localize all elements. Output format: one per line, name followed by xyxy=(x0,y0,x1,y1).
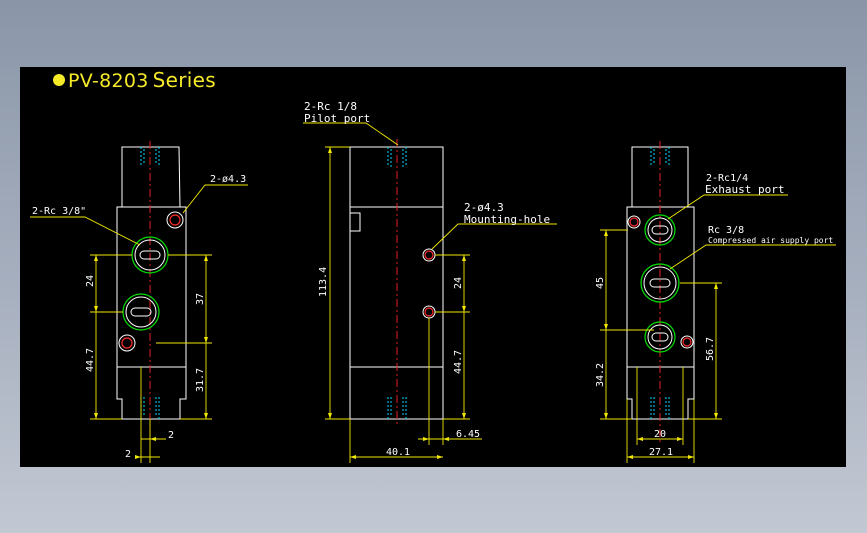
middle-dim-44-7-text: 44.7 xyxy=(453,350,464,374)
left-view: 2-ø4.3 2-Rc 3/8" 24 44.7 xyxy=(30,141,248,463)
left-hole-upper-icon xyxy=(169,214,181,226)
middle-dim-40-1-text: 40.1 xyxy=(386,447,410,458)
left-lower-port-icon xyxy=(122,293,160,331)
right-dim-27-1-text: 27.1 xyxy=(649,447,673,458)
middle-bottom-thread-icon xyxy=(387,397,407,419)
mount-hole-label: 2-ø4.3 xyxy=(464,201,504,214)
middle-dim-6-45-text: 6.45 xyxy=(456,429,480,440)
right-dim-20-text: 20 xyxy=(654,429,666,440)
middle-dim-24-text: 24 xyxy=(453,277,464,289)
right-bottom-thread-icon xyxy=(650,397,670,419)
left-dim-31-7 xyxy=(180,343,212,420)
exhaust-port-upper-icon xyxy=(644,214,676,246)
left-dim-2-inner: 2 xyxy=(168,430,174,441)
middle-top-thread-icon xyxy=(387,147,407,167)
left-body-outline xyxy=(116,146,187,420)
left-hole-label: 2-ø4.3 xyxy=(210,174,246,185)
pilot-port-label: 2-Rc 1/8 xyxy=(304,100,357,113)
left-dim-44-7-text: 44.7 xyxy=(85,348,96,372)
mount-hole-sub: Mounting-hole xyxy=(464,213,550,226)
right-hole-lower-icon xyxy=(682,337,692,347)
supply-port-label: Rc 3/8 xyxy=(708,225,744,236)
left-dim-2-outer: 2 xyxy=(125,449,131,460)
left-dim-24-text: 24 xyxy=(85,275,96,287)
left-dim-31-7-text: 31.7 xyxy=(195,368,206,392)
right-view: 2-Rc1/4 Exhaust port Rc 3/8 Compressed a… xyxy=(595,141,836,463)
supply-port-icon xyxy=(640,263,680,303)
right-top-thread-icon xyxy=(650,147,670,165)
left-hole-lower-icon xyxy=(121,337,133,349)
right-dim-45 xyxy=(600,229,654,331)
supply-port-sub: Compressed air supply port xyxy=(708,236,833,245)
title-bullet-icon xyxy=(53,74,65,86)
middle-hole-lower-icon xyxy=(424,307,434,317)
right-dim-56-7 xyxy=(680,282,722,420)
left-dim-37-text: 37 xyxy=(195,293,206,305)
technical-drawing: 2-ø4.3 2-Rc 3/8" 24 44.7 xyxy=(30,100,836,463)
exhaust-port-label: 2-Rc1/4 xyxy=(706,173,748,184)
title-series: Series xyxy=(152,68,216,92)
middle-dim-113-4 xyxy=(325,146,350,420)
left-dim-37 xyxy=(156,254,212,344)
left-dim-44-7 xyxy=(90,312,122,420)
right-hole-upper-icon xyxy=(629,217,639,227)
left-port-label: 2-Rc 3/8" xyxy=(32,206,86,217)
middle-dim-44-7 xyxy=(443,312,470,420)
middle-dim-113-4-text: 113.4 xyxy=(318,267,329,297)
left-dim-24 xyxy=(90,254,132,313)
left-top-thread-icon xyxy=(140,147,160,165)
middle-hole-upper-icon xyxy=(424,250,434,260)
exhaust-port-lower-icon xyxy=(644,321,676,353)
title-model: PV-8203 xyxy=(68,70,149,92)
right-dim-45-text: 45 xyxy=(595,277,606,289)
middle-side-tab xyxy=(349,212,361,232)
right-dim-34-2-text: 34.2 xyxy=(595,363,606,387)
exhaust-port-sub: Exhaust port xyxy=(705,183,784,196)
left-bottom-thread-icon xyxy=(140,397,160,419)
middle-view: 2-Rc 1/8 Pilot port 2-ø4.3 Mounting-hole… xyxy=(303,100,557,463)
pilot-port-sub: Pilot port xyxy=(304,112,370,125)
right-dim-56-7-text: 56.7 xyxy=(705,337,716,361)
